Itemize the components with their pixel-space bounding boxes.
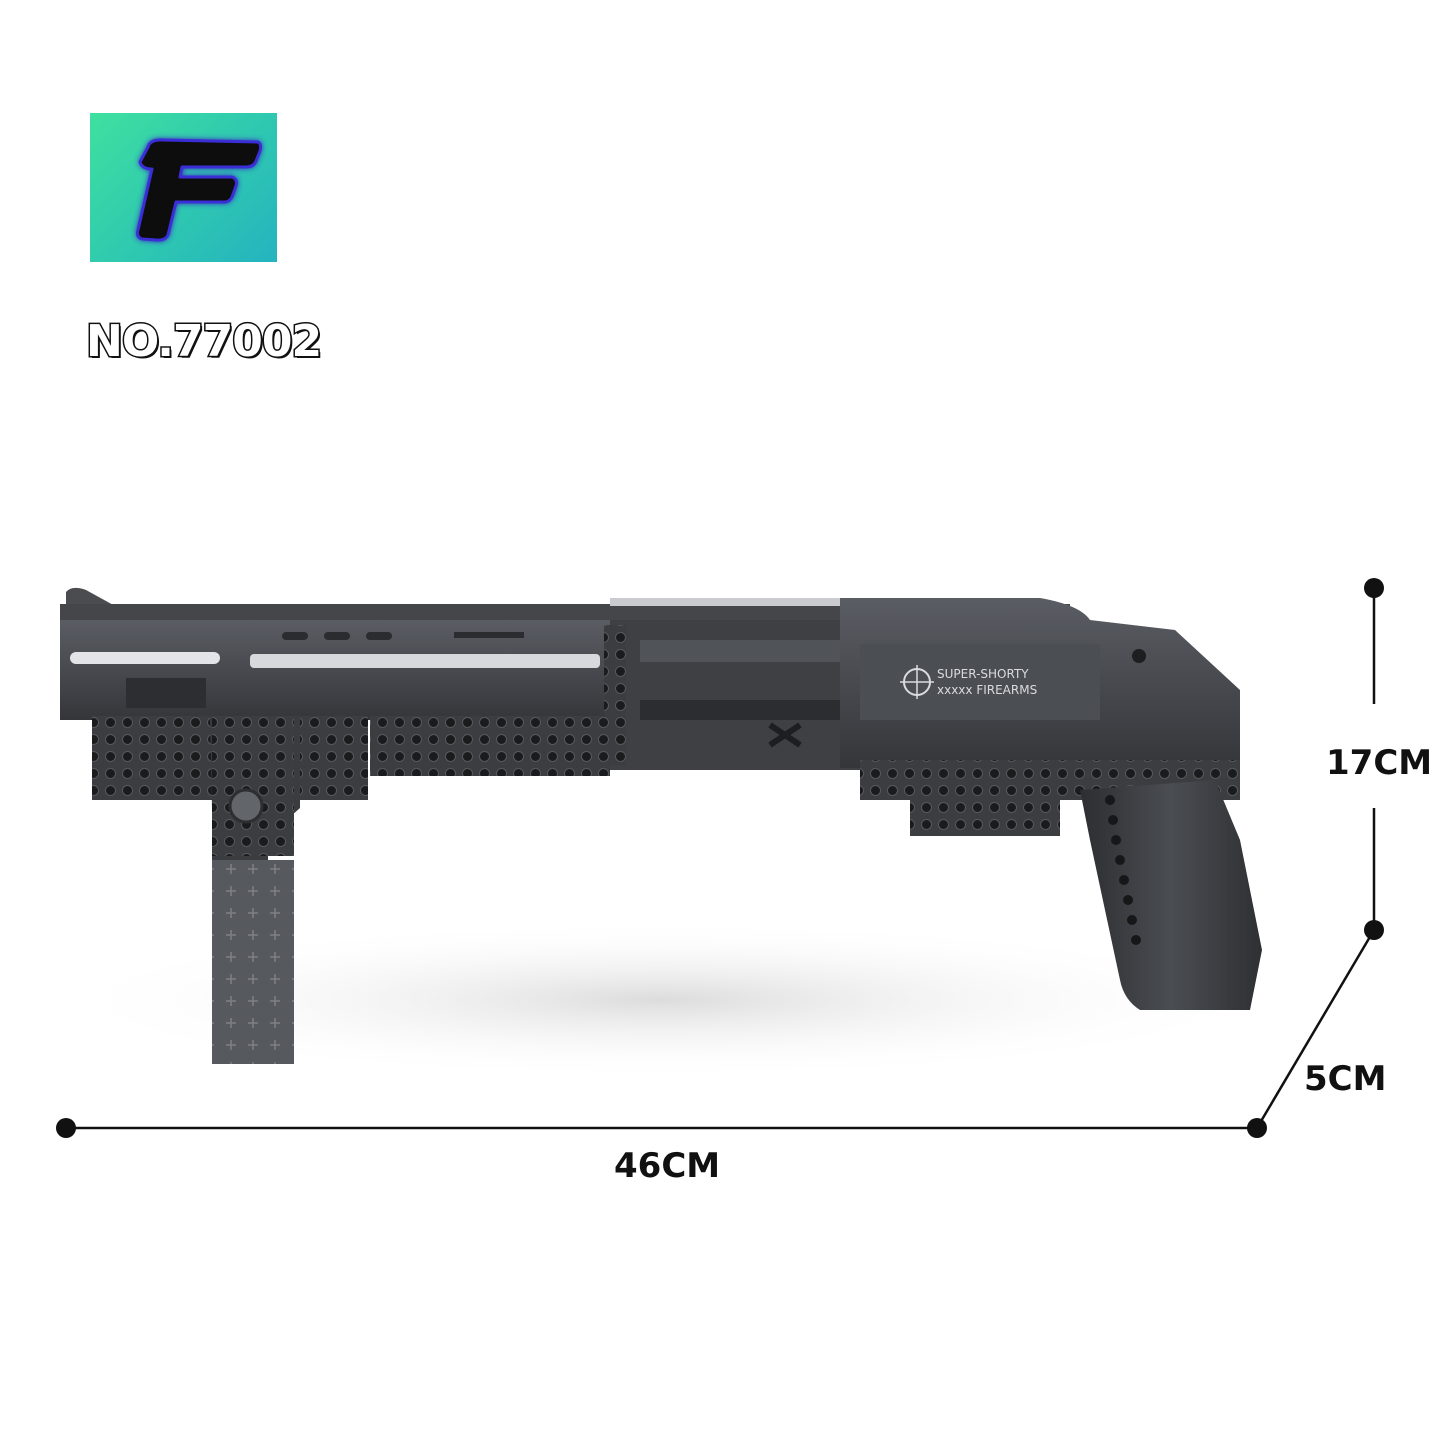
vent-slot-1 <box>282 632 308 640</box>
barrel-highlight-right <box>250 654 600 668</box>
engraving-line-1: SUPER-SHORTY <box>937 667 1029 681</box>
front-vertical-grip <box>212 860 294 1064</box>
depth-label: 5CM <box>1304 1059 1387 1099</box>
top-rail-highlight <box>610 598 840 606</box>
brand-logo-graphic <box>136 138 263 242</box>
height-label: 17CM <box>1326 743 1433 783</box>
pistol-grip <box>1080 780 1262 1010</box>
engraving-line-2: xxxxx FIREARMS <box>937 683 1037 697</box>
length-right-dot <box>1247 1118 1267 1138</box>
receiver-pin <box>1132 649 1146 663</box>
brand-logo <box>90 113 277 262</box>
receiver-slot <box>640 700 860 720</box>
barrel-panel <box>126 678 206 708</box>
depth-line <box>1255 929 1376 1129</box>
receiver-rail <box>640 640 860 662</box>
engraving-crosshair-icon <box>900 665 934 699</box>
lower-technic-beam <box>370 716 610 776</box>
pistol-grip-holes <box>1105 795 1141 945</box>
barrel-top-rib <box>60 604 1070 622</box>
height-bottom-dot <box>1364 920 1384 940</box>
pump-linkage <box>768 722 802 748</box>
vent-slot-4 <box>454 632 524 638</box>
brand-logo-letter <box>136 138 263 242</box>
model-number: NO.77002 <box>84 315 323 369</box>
vent-slot-2 <box>324 632 350 640</box>
length-label: 46CM <box>614 1146 721 1186</box>
floor-shadow <box>40 920 1280 1080</box>
trigger-guard-beam <box>910 800 1060 836</box>
vent-slot-3 <box>366 632 392 640</box>
height-top-dot <box>1364 578 1384 598</box>
front-grip-beam <box>212 716 294 856</box>
receiver-vertical-beam <box>604 625 626 765</box>
barrel-highlight-left <box>70 652 220 664</box>
length-left-dot <box>56 1118 76 1138</box>
grip-pivot-bolt <box>228 788 264 824</box>
